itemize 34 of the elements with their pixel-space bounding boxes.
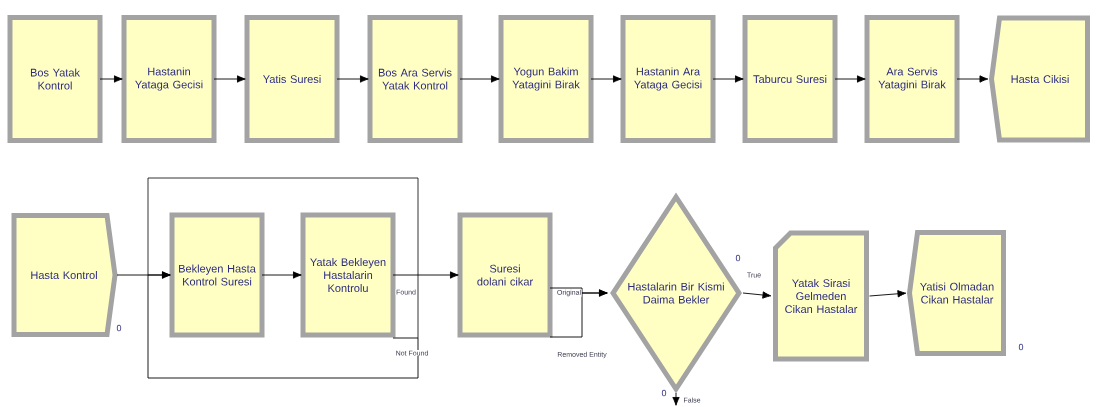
counter-label: 0	[1018, 343, 1024, 351]
connector	[869, 290, 907, 298]
record-module: Yatak Sirasi Gelmeden Cikan Hastalar	[773, 230, 869, 362]
dispose-module: Yatisi Olmadan Cikan Hastalar	[907, 230, 1006, 356]
process-box: Taburcu Suresi	[742, 15, 838, 143]
connector	[590, 75, 622, 83]
connector	[336, 75, 369, 83]
process-box: Yogun Bakim Yatagini Birak	[498, 15, 594, 143]
process-box: Hastanin Ara Yataga Gecisi	[620, 15, 716, 143]
process-box: Bos Ara Servis Yatak Kontrol	[367, 15, 463, 143]
counter-label: 0	[116, 324, 122, 332]
counter-label: 0	[735, 254, 741, 262]
connector	[712, 75, 744, 83]
process-box: Hastanin Yataga Gecisi	[121, 15, 217, 143]
process-box: Bos Yatak Kontrol	[7, 15, 103, 143]
connector	[742, 291, 772, 299]
process-box: Ara Servis Yatagini Birak	[864, 15, 960, 143]
connector	[834, 75, 866, 83]
connector	[392, 271, 459, 279]
connector	[672, 392, 680, 406]
connector	[549, 289, 608, 338]
connector	[459, 75, 500, 83]
process-box: Suresi dolani cikar	[457, 212, 553, 338]
dispose-module: Hasta Cikisi	[989, 15, 1090, 143]
process-box: Bekleyen Hasta Kontrol Suresi	[169, 212, 265, 338]
create-module: Hasta Kontrol	[11, 213, 118, 337]
counter-label: 0	[661, 389, 667, 397]
connector	[956, 75, 989, 83]
connector	[147, 271, 419, 379]
process-box: Yatis Suresi	[244, 15, 340, 143]
connector	[213, 75, 246, 83]
connector	[261, 271, 302, 279]
connector	[99, 75, 123, 83]
process-box: Yatak Bekleyen Hastalarin Kontrolu	[300, 212, 396, 338]
